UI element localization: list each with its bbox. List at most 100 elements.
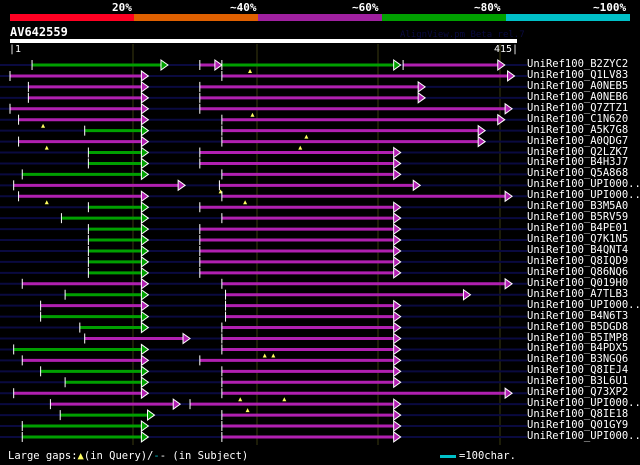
query-gap-icon — [304, 134, 309, 139]
segment-arrow-icon — [140, 288, 150, 301]
hit-label[interactable]: UniRef100_UPI000.. — [527, 189, 640, 202]
segment-arrow-icon — [477, 135, 487, 148]
segment-arrow-icon — [393, 409, 402, 422]
segment-arrow-icon — [393, 343, 402, 356]
segment-arrow-icon — [140, 420, 150, 432]
hit-label[interactable]: UniRef100_A0NEB6 — [527, 90, 629, 103]
segment-arrow-icon — [412, 179, 422, 192]
pct-40: ~40% — [230, 1, 257, 14]
segment-arrow-icon — [462, 288, 472, 301]
hit-label[interactable]: UniRef100_UPI000.. — [527, 397, 640, 410]
color-bin — [134, 14, 258, 21]
hit-label[interactable]: UniRef100_B4PDX5 — [527, 342, 629, 355]
hit-label[interactable]: UniRef100_Q01GY9 — [527, 419, 629, 432]
segment-arrow-icon — [140, 80, 150, 93]
hit-label[interactable]: UniRef100_A5K7G8 — [527, 123, 629, 136]
color-bin — [258, 14, 382, 21]
segment-arrow-icon — [393, 376, 402, 389]
hit-label[interactable]: UniRef100_Q7ZTZ1 — [527, 101, 629, 114]
hit-label[interactable]: UniRef100_Q8IE18 — [527, 408, 629, 421]
segment-arrow-icon — [140, 146, 150, 159]
hit-label[interactable]: UniRef100_B4PE01 — [527, 222, 629, 235]
segment-arrow-icon — [393, 310, 402, 323]
legend-subject: - (in Subject) — [159, 450, 249, 462]
segment-arrow-icon — [504, 190, 513, 203]
hit-label[interactable]: UniRef100_A7TLB3 — [527, 287, 629, 300]
query-gap-icon — [245, 408, 250, 413]
hit-label[interactable]: UniRef100_B5IMP8 — [527, 331, 629, 344]
segment-arrow-icon — [182, 332, 191, 345]
hit-label[interactable]: UniRef100_B3L6U1 — [527, 375, 629, 388]
segment-arrow-icon — [393, 332, 402, 345]
segment-arrow-icon — [393, 157, 402, 170]
color-bin — [506, 14, 630, 21]
segment-arrow-icon — [172, 398, 182, 411]
segment-arrow-icon — [140, 91, 150, 104]
pct-20: 20% — [112, 1, 132, 14]
hit-label[interactable]: UniRef100_Q7K1N5 — [527, 233, 629, 246]
color-bin — [382, 14, 506, 21]
hit-label[interactable]: UniRef100_Q1LV83 — [527, 68, 629, 81]
segment-arrow-icon — [140, 201, 150, 214]
segment-arrow-icon — [140, 212, 150, 225]
segment-arrow-icon — [417, 80, 427, 93]
segment-arrow-icon — [393, 146, 402, 159]
segment-arrow-icon — [140, 190, 150, 203]
query-gap-icon — [44, 145, 49, 150]
hit-label[interactable]: UniRef100_UPI000.. — [527, 429, 640, 442]
segment-arrow-icon — [140, 321, 150, 334]
segment-arrow-icon — [140, 102, 150, 115]
query-end: 415| — [494, 44, 519, 55]
pct-100: ~100% — [593, 1, 627, 14]
hit-label[interactable]: UniRef100_Q8IQD9 — [527, 254, 629, 267]
segment-arrow-icon — [393, 398, 402, 411]
hit-label[interactable]: UniRef100_Q5A868 — [527, 167, 629, 180]
hit-label[interactable]: UniRef100_B5DGD8 — [527, 320, 629, 333]
segment-arrow-icon — [393, 59, 402, 71]
segment-arrow-icon — [393, 168, 402, 181]
segment-arrow-icon — [497, 59, 506, 71]
hit-label[interactable]: UniRef100_B3NGQ6 — [527, 353, 629, 366]
segment-arrow-icon — [504, 277, 513, 290]
segment-arrow-icon — [504, 387, 513, 400]
segment-arrow-icon — [147, 409, 156, 422]
segment-arrow-icon — [497, 113, 506, 126]
scale-legend: =100char. — [440, 450, 516, 462]
segment-arrow-icon — [140, 69, 150, 82]
segment-arrow-icon — [140, 168, 150, 181]
segment-arrow-icon — [393, 266, 402, 279]
hit-label[interactable]: UniRef100_Q2LZK7 — [527, 145, 629, 158]
segment-arrow-icon — [504, 102, 513, 115]
hit-label[interactable]: UniRef100_B4N6T3 — [527, 309, 629, 322]
query-gap-icon: ▲ — [77, 450, 84, 462]
hit-label[interactable]: UniRef100_Q019H0 — [527, 276, 629, 289]
segment-arrow-icon — [140, 277, 150, 290]
query-gap-icon — [44, 200, 49, 205]
subject-gap-icon: - — [153, 450, 160, 462]
segment-arrow-icon — [140, 343, 150, 356]
hit-label[interactable]: UniRef100_UPI000.. — [527, 298, 640, 311]
segment-arrow-icon — [393, 430, 402, 443]
hit-label[interactable]: UniRef100_Q8IEJ4 — [527, 364, 629, 377]
hit-label[interactable]: UniRef100_B4QNT4 — [527, 243, 629, 256]
segment-arrow-icon — [393, 365, 402, 378]
hit-label[interactable]: UniRef100_UPI000.. — [527, 178, 640, 191]
hit-label[interactable]: UniRef100_A0QDG7 — [527, 134, 629, 147]
hit-label[interactable]: UniRef100_A0NEB5 — [527, 79, 629, 92]
segment-arrow-icon — [140, 354, 150, 367]
hit-label[interactable]: UniRef100_B5RV59 — [527, 211, 629, 224]
segment-arrow-icon — [393, 255, 402, 268]
hit-label[interactable]: UniRef100_Q86NQ6 — [527, 265, 629, 278]
query-gap-icon — [282, 397, 287, 402]
hit-label[interactable]: UniRef100_B3M5A0 — [527, 200, 629, 213]
segment-arrow-icon — [140, 299, 150, 312]
hit-label[interactable]: UniRef100_B2ZYC2 — [527, 58, 629, 70]
version-text: AlignView.pm Beta rel.7 — [400, 30, 525, 40]
hit-label[interactable]: UniRef100_B4H3J7 — [527, 156, 629, 169]
legend: Large gaps:▲(in Query)/-- (in Subject) — [8, 450, 248, 462]
pct-60: ~60% — [352, 1, 379, 14]
segment-arrow-icon — [140, 113, 150, 126]
hit-label[interactable]: UniRef100_C1N620 — [527, 112, 629, 125]
query-gap-icon — [271, 353, 276, 358]
hit-label[interactable]: UniRef100_Q73XP2 — [527, 386, 629, 399]
